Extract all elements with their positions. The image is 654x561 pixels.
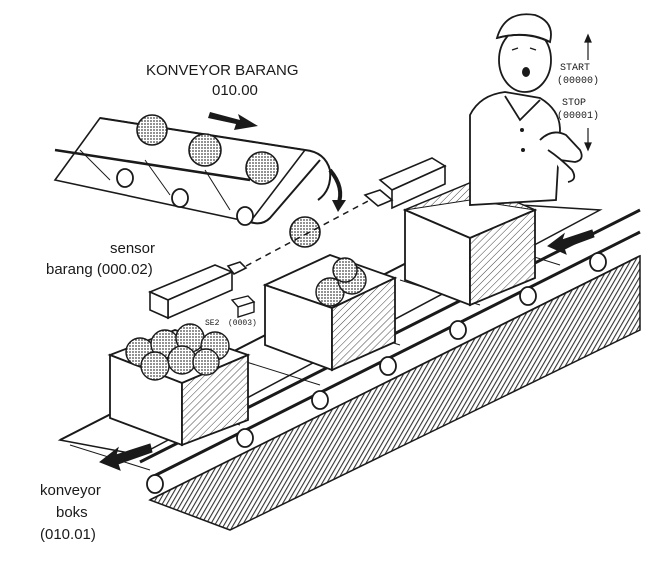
operator <box>469 13 583 206</box>
start-label: START <box>560 63 591 74</box>
item-conveyor-arrow <box>208 112 258 130</box>
start-stop-arrows <box>584 33 592 152</box>
box-sensor-label: SE2 <box>205 319 220 328</box>
item-sensor <box>147 157 447 320</box>
box-conveyor-arrows <box>99 229 595 471</box>
box-conveyor-label-line1: konveyor <box>40 482 101 499</box>
box-conveyor-label-line2: boks <box>56 504 88 521</box>
box-full <box>107 323 251 447</box>
stop-address: (00001) <box>557 111 600 122</box>
item-conveyor-label: KONVEYOR BARANG <box>146 62 299 79</box>
box-sensor <box>230 295 256 318</box>
item-conveyor-address: 010.00 <box>212 82 258 99</box>
box-conveyor-label-line3: (010.01) <box>40 526 96 543</box>
stop-label: STOP <box>562 98 587 109</box>
item-sensor-label-line1: sensor <box>110 240 156 257</box>
box-filling <box>262 254 398 372</box>
box-sensor-address: (0003) <box>228 319 257 328</box>
item-conveyor <box>53 114 346 248</box>
start-address: (00000) <box>557 76 600 87</box>
item-sensor-label-line2: barang (000.02) <box>46 261 153 278</box>
